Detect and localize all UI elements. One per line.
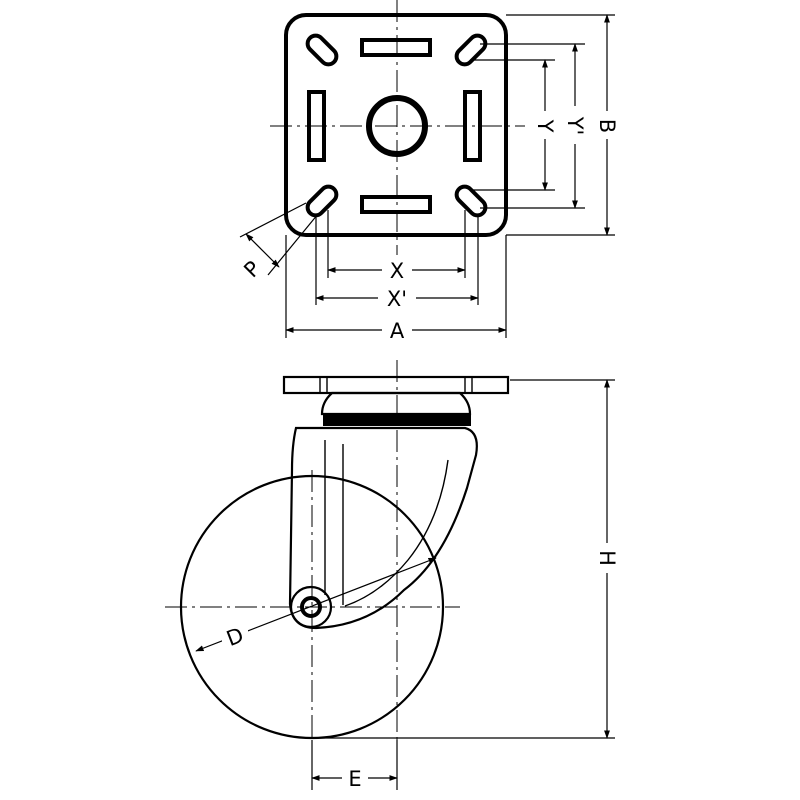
slot-bottom (360, 195, 432, 214)
dimension-d-label: D (223, 623, 247, 651)
dimension-y-prime-label: Y' (563, 116, 587, 136)
bearing-race (323, 414, 471, 426)
dimension-e-label: E (348, 767, 361, 791)
bolt-slot-top-right (454, 33, 488, 67)
dimension-x-prime-label: X' (387, 287, 407, 311)
dimension-x-label: X (390, 259, 404, 283)
bolt-slot-bottom-left (305, 184, 339, 218)
fork-body (288, 426, 478, 630)
dimension-p-label: P (239, 256, 265, 282)
dimension-a-label: A (390, 319, 405, 343)
side-top-plate (282, 375, 510, 395)
top-plate-view: Y Y' B X X' A P (239, 0, 622, 344)
bolt-slot-top-left (305, 33, 339, 67)
side-caster-view: D H E (165, 360, 622, 792)
dimension-h-label: H (595, 550, 619, 566)
dimension-y-label: Y (533, 119, 557, 133)
swivel-head (320, 391, 472, 416)
bolt-slot-bottom-right (454, 184, 488, 218)
mounting-plate-outline (284, 13, 508, 237)
slot-top (360, 38, 432, 57)
dimension-b-label: B (595, 119, 619, 133)
